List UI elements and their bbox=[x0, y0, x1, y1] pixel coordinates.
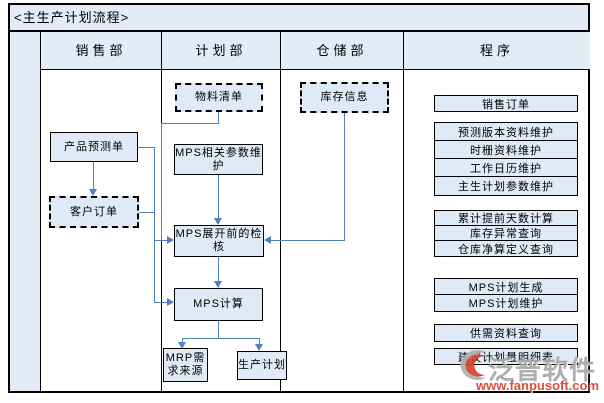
lane-header-planning: 计划部 bbox=[162, 32, 281, 70]
lane-body-warehouse bbox=[281, 70, 404, 393]
arrowhead-mrp-top bbox=[178, 342, 186, 349]
phase-column bbox=[8, 32, 41, 393]
arrowhead-check-right bbox=[264, 236, 271, 244]
program-group-checks: 累计提前天数计算 库存异常查询 仓库净算定义查询 bbox=[434, 210, 578, 257]
flow-box-prod-plan: 生产计划 bbox=[237, 351, 287, 380]
program-mps-maintain: MPS计划维护 bbox=[435, 295, 577, 311]
program-work-calendar-maint: 工作日历维护 bbox=[435, 159, 577, 177]
connector-order-stub bbox=[139, 212, 155, 213]
connector-params-to-check bbox=[218, 175, 219, 219]
arrowhead-check-left bbox=[167, 236, 174, 244]
connector-into-check bbox=[154, 240, 167, 241]
flow-box-mps-params: MPS相关参数维护 bbox=[174, 144, 263, 175]
program-mps-generate: MPS计划生成 bbox=[435, 279, 577, 295]
program-warehouse-netting-query: 仓库净算定义查询 bbox=[435, 241, 577, 256]
connector-bom-horizontal bbox=[161, 123, 219, 124]
program-time-fence-maint: 时栅资料维护 bbox=[435, 141, 577, 159]
program-sales-order: 销售订单 bbox=[434, 95, 578, 112]
arrowhead-prodplan-top bbox=[255, 344, 263, 351]
flow-box-customer-order: 客户订单 bbox=[49, 196, 139, 228]
lane-header-sales: 销售部 bbox=[41, 32, 162, 70]
lane-body-sales bbox=[41, 70, 162, 393]
program-group-mps: MPS计划生成 MPS计划维护 bbox=[434, 278, 578, 312]
connector-split bbox=[182, 338, 260, 339]
flow-box-mps-check: MPS展开前的检核 bbox=[174, 225, 264, 257]
flow-box-mrp-source: MRP需求来源 bbox=[163, 348, 208, 382]
connector-inventory-drop bbox=[344, 112, 345, 240]
connector-bom-drop bbox=[218, 111, 219, 123]
connector-forecast-to-order bbox=[93, 162, 94, 190]
program-group-setup: 预测版本资料维护 时栅资料维护 工作日历维护 主生计划参数维护 bbox=[434, 122, 578, 196]
program-suggested-plan-report: 建议计划量明细表 bbox=[434, 348, 578, 365]
flow-box-forecast: 产品预测单 bbox=[50, 132, 138, 162]
connector-bom-vertical bbox=[161, 123, 162, 241]
connector-into-calc bbox=[154, 302, 167, 303]
flow-box-inventory: 库存信息 bbox=[300, 82, 389, 113]
lane-body-planning bbox=[162, 70, 281, 393]
arrowhead-calc-top bbox=[214, 281, 222, 288]
arrowhead-check-top bbox=[214, 218, 222, 225]
program-mps-param-maint: 主生计划参数维护 bbox=[435, 177, 577, 195]
flow-box-bom: 物料清单 bbox=[175, 83, 263, 112]
connector-forecast-stub bbox=[138, 147, 155, 148]
connector-check-to-calc bbox=[218, 257, 219, 282]
diagram-title: <主生产计划流程> bbox=[8, 3, 590, 32]
connector-split-right bbox=[259, 338, 260, 345]
connector-calc-drop bbox=[218, 321, 219, 338]
lane-header-program: 程序 bbox=[404, 32, 590, 70]
program-supply-demand-query: 供需资料查询 bbox=[434, 324, 578, 342]
arrowhead-calc-left bbox=[167, 298, 174, 306]
program-forecast-version-maint: 预测版本资料维护 bbox=[435, 123, 577, 141]
program-inventory-exception-query: 库存异常查询 bbox=[435, 226, 577, 241]
connector-inventory-horizontal bbox=[271, 240, 345, 241]
connector-split-left bbox=[182, 338, 183, 343]
arrowhead-order bbox=[89, 189, 97, 196]
flow-box-mps-calc: MPS计算 bbox=[174, 288, 263, 321]
connector-sales-spine bbox=[154, 147, 155, 303]
lane-header-warehouse: 仓储部 bbox=[281, 32, 404, 70]
program-cumulative-leadtime-calc: 累计提前天数计算 bbox=[435, 211, 577, 226]
